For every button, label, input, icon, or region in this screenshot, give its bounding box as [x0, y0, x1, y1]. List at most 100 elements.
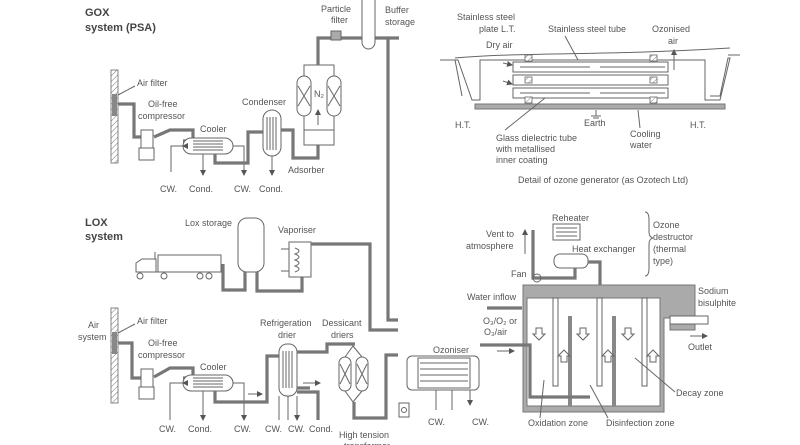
contact-tank: Reheater Heat exchanger Ozone destructor… — [406, 211, 736, 428]
plate-label-2: plate L.T. — [479, 24, 516, 34]
reheater-label: Reheater — [552, 213, 589, 223]
compressor-label-1: Oil-free — [148, 338, 178, 348]
air-filter-label: Air filter — [137, 316, 168, 326]
transformer-label-2: transformer — [344, 441, 390, 445]
destructor-label-4: type) — [653, 256, 673, 266]
outlet-label: CW. — [234, 424, 251, 434]
cooling-water-label-2: water — [629, 140, 652, 150]
compressor-icon — [140, 368, 154, 388]
earth-icon — [591, 110, 601, 119]
outlet-label: CW. — [160, 184, 177, 194]
oxidation-zone-label: Oxidation zone — [528, 418, 588, 428]
lox-storage-label: Lox storage — [185, 218, 232, 228]
lox-storage-tank-icon — [237, 217, 265, 273]
outlet-label: Cond. — [189, 184, 213, 194]
gox-subtitle: system (PSA) — [85, 22, 156, 34]
dessicant-driers-label-2: driers — [331, 330, 354, 340]
truck-icon — [135, 252, 222, 280]
destructor-label-2: destructor — [653, 232, 693, 242]
outlet-label: CW. — [288, 424, 305, 434]
destructor-label-3: (thermal — [653, 244, 686, 254]
wall — [110, 69, 119, 164]
ozone-generator-detail: Stainless steel plate L.T. Stainless ste… — [440, 12, 740, 185]
gas-label-2: O₃/air — [484, 327, 507, 337]
outlet-label: CW. — [428, 417, 445, 427]
fan-label: Fan — [511, 269, 527, 279]
water-inflow-label: Water inflow — [467, 292, 517, 302]
transformer-icon — [398, 402, 410, 418]
condenser-label: Condenser — [242, 97, 286, 107]
outlet-label: CW. — [234, 184, 251, 194]
outlet-label: CW. — [472, 417, 489, 427]
decay-zone-label: Decay zone — [676, 388, 724, 398]
air-system: Air system Air filter Oil-free compresso… — [78, 307, 410, 445]
gas-label-1: O₃/O₂ or — [483, 316, 517, 326]
outlet-label: Cond. — [188, 424, 212, 434]
detail-caption: Detail of ozone generator (as Ozotech Lt… — [518, 175, 688, 185]
tank-walls — [522, 284, 696, 413]
particle-filter-icon — [330, 30, 342, 41]
cooler-icon — [182, 137, 234, 155]
compressor-label-2: compressor — [138, 350, 185, 360]
vent-label-1: Vent to — [486, 229, 514, 239]
sodium-bisulphite-label-2: bisulphite — [698, 298, 736, 308]
ozoniser-label: Ozoniser — [433, 345, 469, 355]
air-filter-icon — [112, 332, 117, 354]
outlet-label: CW. — [265, 424, 282, 434]
sodium-bisulphite-label-1: Sodium — [698, 286, 729, 296]
cooler-label: Cooler — [200, 362, 227, 372]
compressor-label-2: compressor — [138, 111, 185, 121]
destructor-label-1: Ozone — [653, 220, 680, 230]
particle-filter-label-1: Particle — [321, 4, 351, 14]
wall — [110, 307, 119, 404]
air-system-label-1: Air — [88, 320, 99, 330]
earth-label: Earth — [584, 118, 606, 128]
baffles — [552, 297, 648, 406]
transformer-label-1: High tension — [339, 430, 389, 440]
air-system-label-2: system — [78, 332, 107, 342]
cooler-label: Cooler — [200, 124, 227, 134]
plate-label-1: Stainless steel — [457, 12, 515, 22]
outlet-label: Outlet — [688, 342, 713, 352]
vaporiser-icon — [288, 241, 312, 278]
outlet-label: Cond. — [259, 184, 283, 194]
heat-exchanger-icon — [553, 253, 589, 269]
earth-plate — [474, 103, 726, 110]
electrode-tubes — [512, 54, 669, 104]
buffer-storage-label-1: Buffer — [385, 5, 409, 15]
ozonised-air-label-2: air — [668, 36, 678, 46]
outlet-pipe — [669, 315, 709, 325]
refrigeration-drier-label-2: drier — [278, 330, 296, 340]
compressor-label-1: Oil-free — [148, 99, 178, 109]
lox-title: LOX — [85, 217, 108, 229]
heat-exchanger-label: Heat exchanger — [572, 244, 636, 254]
n2-label: N₂ — [314, 89, 324, 99]
air-filter-label: Air filter — [137, 78, 168, 88]
outlet-label: Cond. — [309, 424, 333, 434]
vaporiser-label: Vaporiser — [278, 225, 316, 235]
gox-system: GOX system (PSA) Air filter Oil-free com… — [85, 0, 415, 322]
gox-title: GOX — [85, 7, 110, 19]
refrigeration-drier-icon — [278, 343, 298, 397]
compressor-icon — [140, 129, 154, 149]
particle-filter-label-2: filter — [331, 15, 348, 25]
refrigeration-drier-label-1: Refrigeration — [260, 318, 312, 328]
tube-label: Stainless steel tube — [548, 24, 626, 34]
glass-tube-label-3: inner coating — [496, 155, 548, 165]
ozoniser-icon — [406, 355, 480, 391]
lox-subtitle: system — [85, 231, 123, 243]
glass-tube-label-1: Glass dielectric tube — [496, 133, 577, 143]
flow-arrows — [531, 327, 661, 363]
vent-label-2: atmosphere — [466, 241, 514, 251]
dry-air-label: Dry air — [486, 40, 513, 50]
air-filter-icon — [112, 94, 117, 116]
buffer-storage-icon — [361, 0, 376, 50]
outlet-label: CW. — [159, 424, 176, 434]
dessicant-driers-label-1: Dessicant — [322, 318, 362, 328]
cooling-water-label-1: Cooling — [630, 129, 661, 139]
ht-left-label: H.T. — [455, 120, 471, 130]
disinfection-zone-label: Disinfection zone — [606, 418, 675, 428]
ozonised-air-label-1: Ozonised — [652, 24, 690, 34]
ht-right-label: H.T. — [690, 120, 706, 130]
